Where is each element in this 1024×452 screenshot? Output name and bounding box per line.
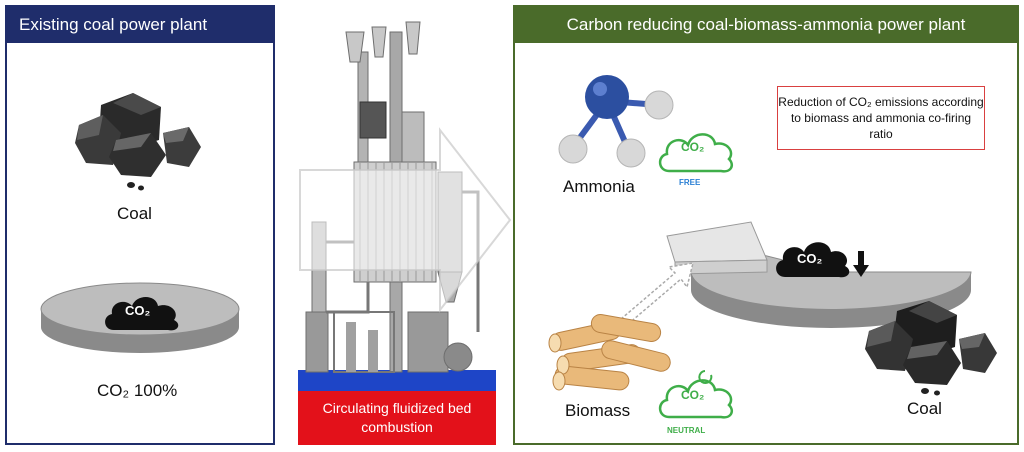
free-cloud-co2-text: CO₂ bbox=[681, 140, 705, 154]
existing-plant-panel: Existing coal power plant Coal CO₂ CO₂ 1… bbox=[5, 5, 275, 445]
right-coal-label: Coal bbox=[907, 399, 942, 418]
carbon-reducing-plant-panel: Carbon reducing coal-biomass-ammonia pow… bbox=[513, 5, 1019, 445]
biomass-label: Biomass bbox=[565, 401, 631, 420]
co2-cloud-icon bbox=[105, 297, 179, 331]
left-coal-label: Coal bbox=[117, 204, 152, 223]
left-co2-cloud-text: CO₂ bbox=[125, 303, 151, 318]
co2-free-cloud-icon bbox=[658, 133, 733, 173]
down-arrow-icon bbox=[853, 251, 869, 277]
free-tag: FREE bbox=[679, 178, 701, 187]
co2-100-percent-label: CO₂ 100% bbox=[97, 381, 178, 400]
co2-reduction-note: Reduction of CO₂ emissions according to … bbox=[777, 86, 985, 150]
cfb-banner: Circulating fluidized bed combustion bbox=[298, 391, 496, 445]
carbon-reducing-plant-title: Carbon reducing coal-biomass-ammonia pow… bbox=[515, 7, 1017, 43]
neutral-tag: NEUTRAL bbox=[667, 426, 706, 435]
reduced-cloud-co2-text: CO₂ bbox=[797, 251, 823, 266]
neutral-cloud-co2-text: CO₂ bbox=[681, 388, 705, 402]
co2-cloud-reduced-icon bbox=[776, 242, 850, 278]
ammonia-label: Ammonia bbox=[563, 177, 635, 196]
transition-arrow-icon bbox=[299, 127, 512, 313]
coal-lumps-icon bbox=[75, 93, 201, 191]
co2-neutral-cloud-icon bbox=[658, 370, 733, 419]
right-coal-lumps-icon bbox=[865, 301, 997, 396]
slice-to-biomass-arrow bbox=[619, 262, 695, 327]
ammonia-molecule-icon bbox=[558, 75, 674, 168]
plant-base bbox=[298, 370, 496, 392]
biomass-logs-icon bbox=[548, 313, 671, 391]
existing-plant-title: Existing coal power plant bbox=[7, 7, 273, 43]
